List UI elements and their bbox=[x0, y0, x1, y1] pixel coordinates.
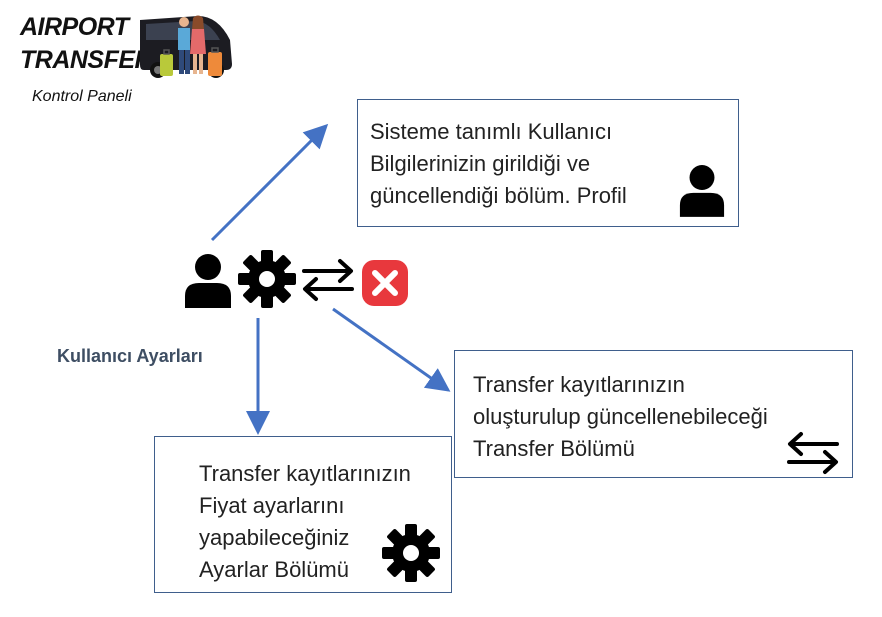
user-icon[interactable] bbox=[183, 252, 233, 308]
arrow-to-profile bbox=[210, 123, 329, 242]
user-settings-label: Kullanıcı Ayarları bbox=[57, 346, 203, 366]
settings-callout: Transfer kayıtlarınızın Fiyat ayarlarını… bbox=[154, 436, 452, 593]
gear-icon[interactable] bbox=[238, 250, 296, 308]
profile-line-2: Bilgilerinizin girildiği ve bbox=[370, 151, 591, 176]
arrow-to-transfer bbox=[332, 307, 451, 392]
profile-line-3: güncellendiği bölüm. Profil bbox=[370, 183, 627, 208]
user-icon bbox=[679, 165, 725, 217]
transfer-callout: Transfer kayıtlarınızın oluşturulup günc… bbox=[454, 350, 853, 478]
settings-line-3: yapabileceğiniz bbox=[199, 525, 350, 550]
transfer-line-1: Transfer kayıtlarınızın bbox=[473, 372, 685, 397]
logo-text-transfer: TRANSFER bbox=[20, 46, 153, 74]
settings-line-1: Transfer kayıtlarınızın bbox=[199, 461, 411, 486]
transfer-line-3: Transfer Bölümü bbox=[473, 436, 635, 461]
profile-line-1: Sisteme tanımlı Kullanıcı bbox=[370, 119, 613, 144]
settings-line-2: Fiyat ayarlarını bbox=[199, 493, 345, 518]
logo-text-airport: AIRPORT bbox=[20, 13, 129, 41]
transfer-line-2: oluşturulup güncellenebileceği bbox=[473, 404, 768, 429]
control-panel-subtitle: Kontrol Paneli bbox=[32, 88, 132, 105]
gear-icon bbox=[382, 524, 440, 582]
close-icon[interactable] bbox=[361, 259, 409, 307]
profile-callout: Sisteme tanımlı Kullanıcı Bilgilerinizin… bbox=[357, 99, 739, 227]
swap-arrows-icon bbox=[787, 432, 839, 474]
swap-arrows-icon[interactable] bbox=[300, 258, 356, 302]
settings-line-4: Ayarlar Bölümü bbox=[199, 557, 349, 582]
logo-van-couple-illustration bbox=[140, 15, 232, 78]
